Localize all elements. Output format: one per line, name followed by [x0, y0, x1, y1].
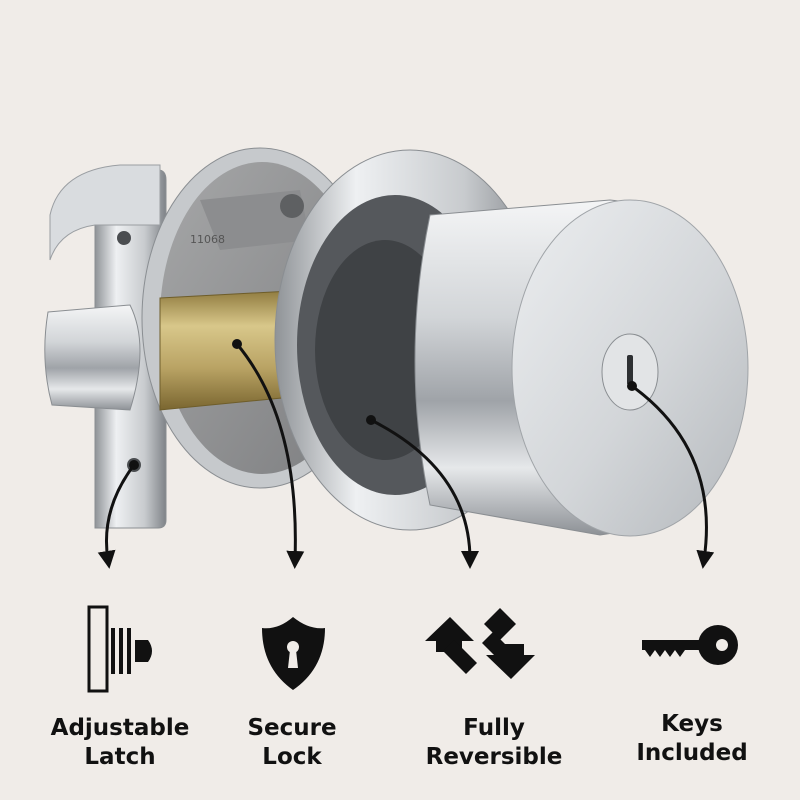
feature-line2: Latch [84, 744, 156, 770]
feature-line1: Secure [247, 715, 337, 741]
callout-lines [97, 339, 715, 569]
feature-line2: Lock [262, 744, 322, 770]
knob [414, 199, 749, 537]
keyway [627, 355, 633, 385]
feature-line1: Adjustable [50, 715, 190, 741]
feature-label-keys-included: Keys Included [592, 710, 792, 768]
feature-label-adjustable-latch: Adjustable Latch [20, 714, 220, 772]
feature-label-fully-reversible: Fully Reversible [394, 714, 594, 772]
shield-keyhole-icon [262, 617, 325, 690]
reversible-arrows-icon [425, 608, 535, 679]
feature-line2: Included [636, 740, 748, 766]
latch-icon [87, 605, 152, 693]
feature-line1: Keys [661, 711, 723, 737]
feature-line2: Reversible [425, 744, 563, 770]
svg-text:11068: 11068 [190, 233, 225, 246]
faceplate-screw-hole [117, 231, 131, 245]
latch-bolt [44, 304, 141, 411]
key-icon [642, 625, 738, 665]
feature-line1: Fully [463, 715, 525, 741]
feature-label-secure-lock: Secure Lock [192, 714, 392, 772]
